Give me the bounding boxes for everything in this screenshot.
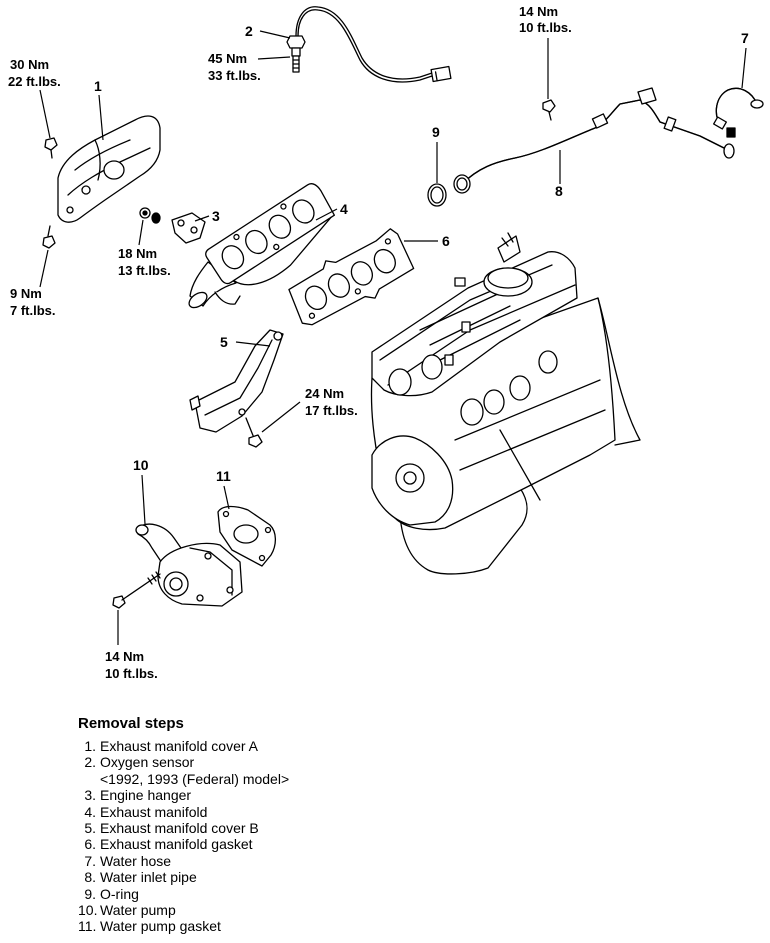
step-text: Oxygen sensor [100,754,195,771]
callout-11: 11 [216,468,231,484]
callout-4: 4 [340,201,348,217]
leader-line-torque-9nm [39,249,49,288]
bolt-cover-b [245,417,263,448]
water-pump-gasket [217,505,277,567]
leader-line-4 [315,208,338,221]
step-text: Engine hanger [100,787,192,804]
leader-line-torque-18nm [138,219,144,246]
leader-line-1 [98,94,104,141]
removal-step: 2. Oxygen sensor [78,754,478,770]
callout-8: 8 [555,183,563,199]
step-number: 10. [78,902,98,919]
step-number: 1. [84,738,96,754]
callout-5: 5 [220,334,228,350]
engine-assembly [370,232,641,575]
leader-line-11 [223,485,230,510]
exhaust-manifold-gasket [288,228,415,326]
oxygen-sensor [286,6,452,83]
removal-step: 5. Exhaust manifold cover B [78,820,478,836]
removal-step: 11. Water pump gasket [78,918,478,934]
torque-ftlbs: 10 ft.lbs. [519,20,572,35]
step-text: Exhaust manifold gasket [100,836,253,853]
removal-step: 9. O-ring [78,886,478,902]
callout-10: 10 [133,457,149,473]
step-number: 5. [84,820,96,837]
bolt-cover-a-upper [44,137,58,159]
exhaust-manifold-cover-b [189,329,284,433]
torque-ftlbs: 33 ft.lbs. [208,68,261,83]
removal-step: 8. Water inlet pipe [78,869,478,885]
step-text: Water pump [100,902,176,919]
leader-line-3 [194,215,210,222]
step-text: Exhaust manifold [100,803,208,820]
torque-ftlbs: 17 ft.lbs. [305,403,358,418]
torque-nm: 45 Nm [208,51,247,66]
removal-step: 6. Exhaust manifold gasket [78,836,478,852]
callouts: 1 2 3 4 5 6 7 8 9 10 11 [94,23,749,484]
torque-nm: 30 Nm [10,57,49,72]
leader-line-7 [741,47,747,89]
callout-6: 6 [442,233,450,249]
exhaust-manifold-cover-a [57,115,161,223]
step-note: <1992, 1993 (Federal) model> [100,770,290,787]
torque-ftlbs: 10 ft.lbs. [105,666,158,681]
torque-nm: 9 Nm [10,286,42,301]
leader-line-torque-24nm [261,401,301,433]
torque-nm: 14 Nm [105,649,144,664]
water-inlet-pipe [453,87,735,194]
engine-hanger [171,212,206,244]
step-number: 8. [84,869,96,886]
water-pump [135,523,243,607]
bolt-inlet-pipe [542,99,556,121]
torque-nm: 18 Nm [118,246,157,261]
step-number: 2. [84,754,96,771]
step-text: Water hose [100,852,172,869]
removal-steps: Removal steps 1. Exhaust manifold cover … [78,713,478,935]
leader-line-torque-30nm [39,89,51,139]
callout-7: 7 [741,30,749,46]
leader-line-torque-45nm [257,56,291,60]
leader-lines [39,30,747,645]
leader-line-2 [259,30,291,39]
bolt-cover-a-lower [42,225,56,249]
removal-step: 4. Exhaust manifold [78,804,478,820]
removal-steps-title: Removal steps [78,715,184,732]
step-number: 4. [84,803,96,820]
torque-ftlbs: 22 ft.lbs. [8,74,61,89]
step-number: 3. [84,787,96,804]
exhaust-manifold [188,183,336,309]
step-text: O-ring [100,885,139,902]
o-ring [427,183,447,207]
leader-line-5 [235,341,271,347]
callout-3: 3 [212,208,220,224]
callout-9: 9 [432,124,440,140]
hanger-nut [139,207,161,224]
torque-labels: 30 Nm 22 ft.lbs. 45 Nm 33 ft.lbs. 14 Nm … [8,4,572,681]
removal-step: 7. Water hose [78,853,478,869]
step-number: 11. [78,918,97,935]
removal-step: 3. Engine hanger [78,787,478,803]
exploded-view-diagram: 1 2 3 4 5 6 7 8 9 10 11 30 Nm 22 ft.lbs.… [8,4,764,681]
torque-ftlbs: 7 ft.lbs. [10,303,56,318]
torque-ftlbs: 13 ft.lbs. [118,263,171,278]
step-text: Water pump gasket [100,918,221,935]
water-hose [713,87,764,138]
bolt-water-pump [112,571,161,609]
step-number: 6. [84,836,96,853]
step-number: 7. [84,852,96,869]
torque-nm: 24 Nm [305,386,344,401]
removal-step: 1. Exhaust manifold cover A [78,738,478,754]
callout-2: 2 [245,23,253,39]
step-text: Exhaust manifold cover B [100,820,259,837]
callout-1: 1 [94,78,102,94]
step-text: Exhaust manifold cover A [100,738,258,754]
removal-step: 10. Water pump [78,902,478,918]
step-number: 9. [84,885,96,902]
step-text: Water inlet pipe [100,869,197,886]
torque-nm: 14 Nm [519,4,558,19]
leader-line-10 [141,474,146,525]
